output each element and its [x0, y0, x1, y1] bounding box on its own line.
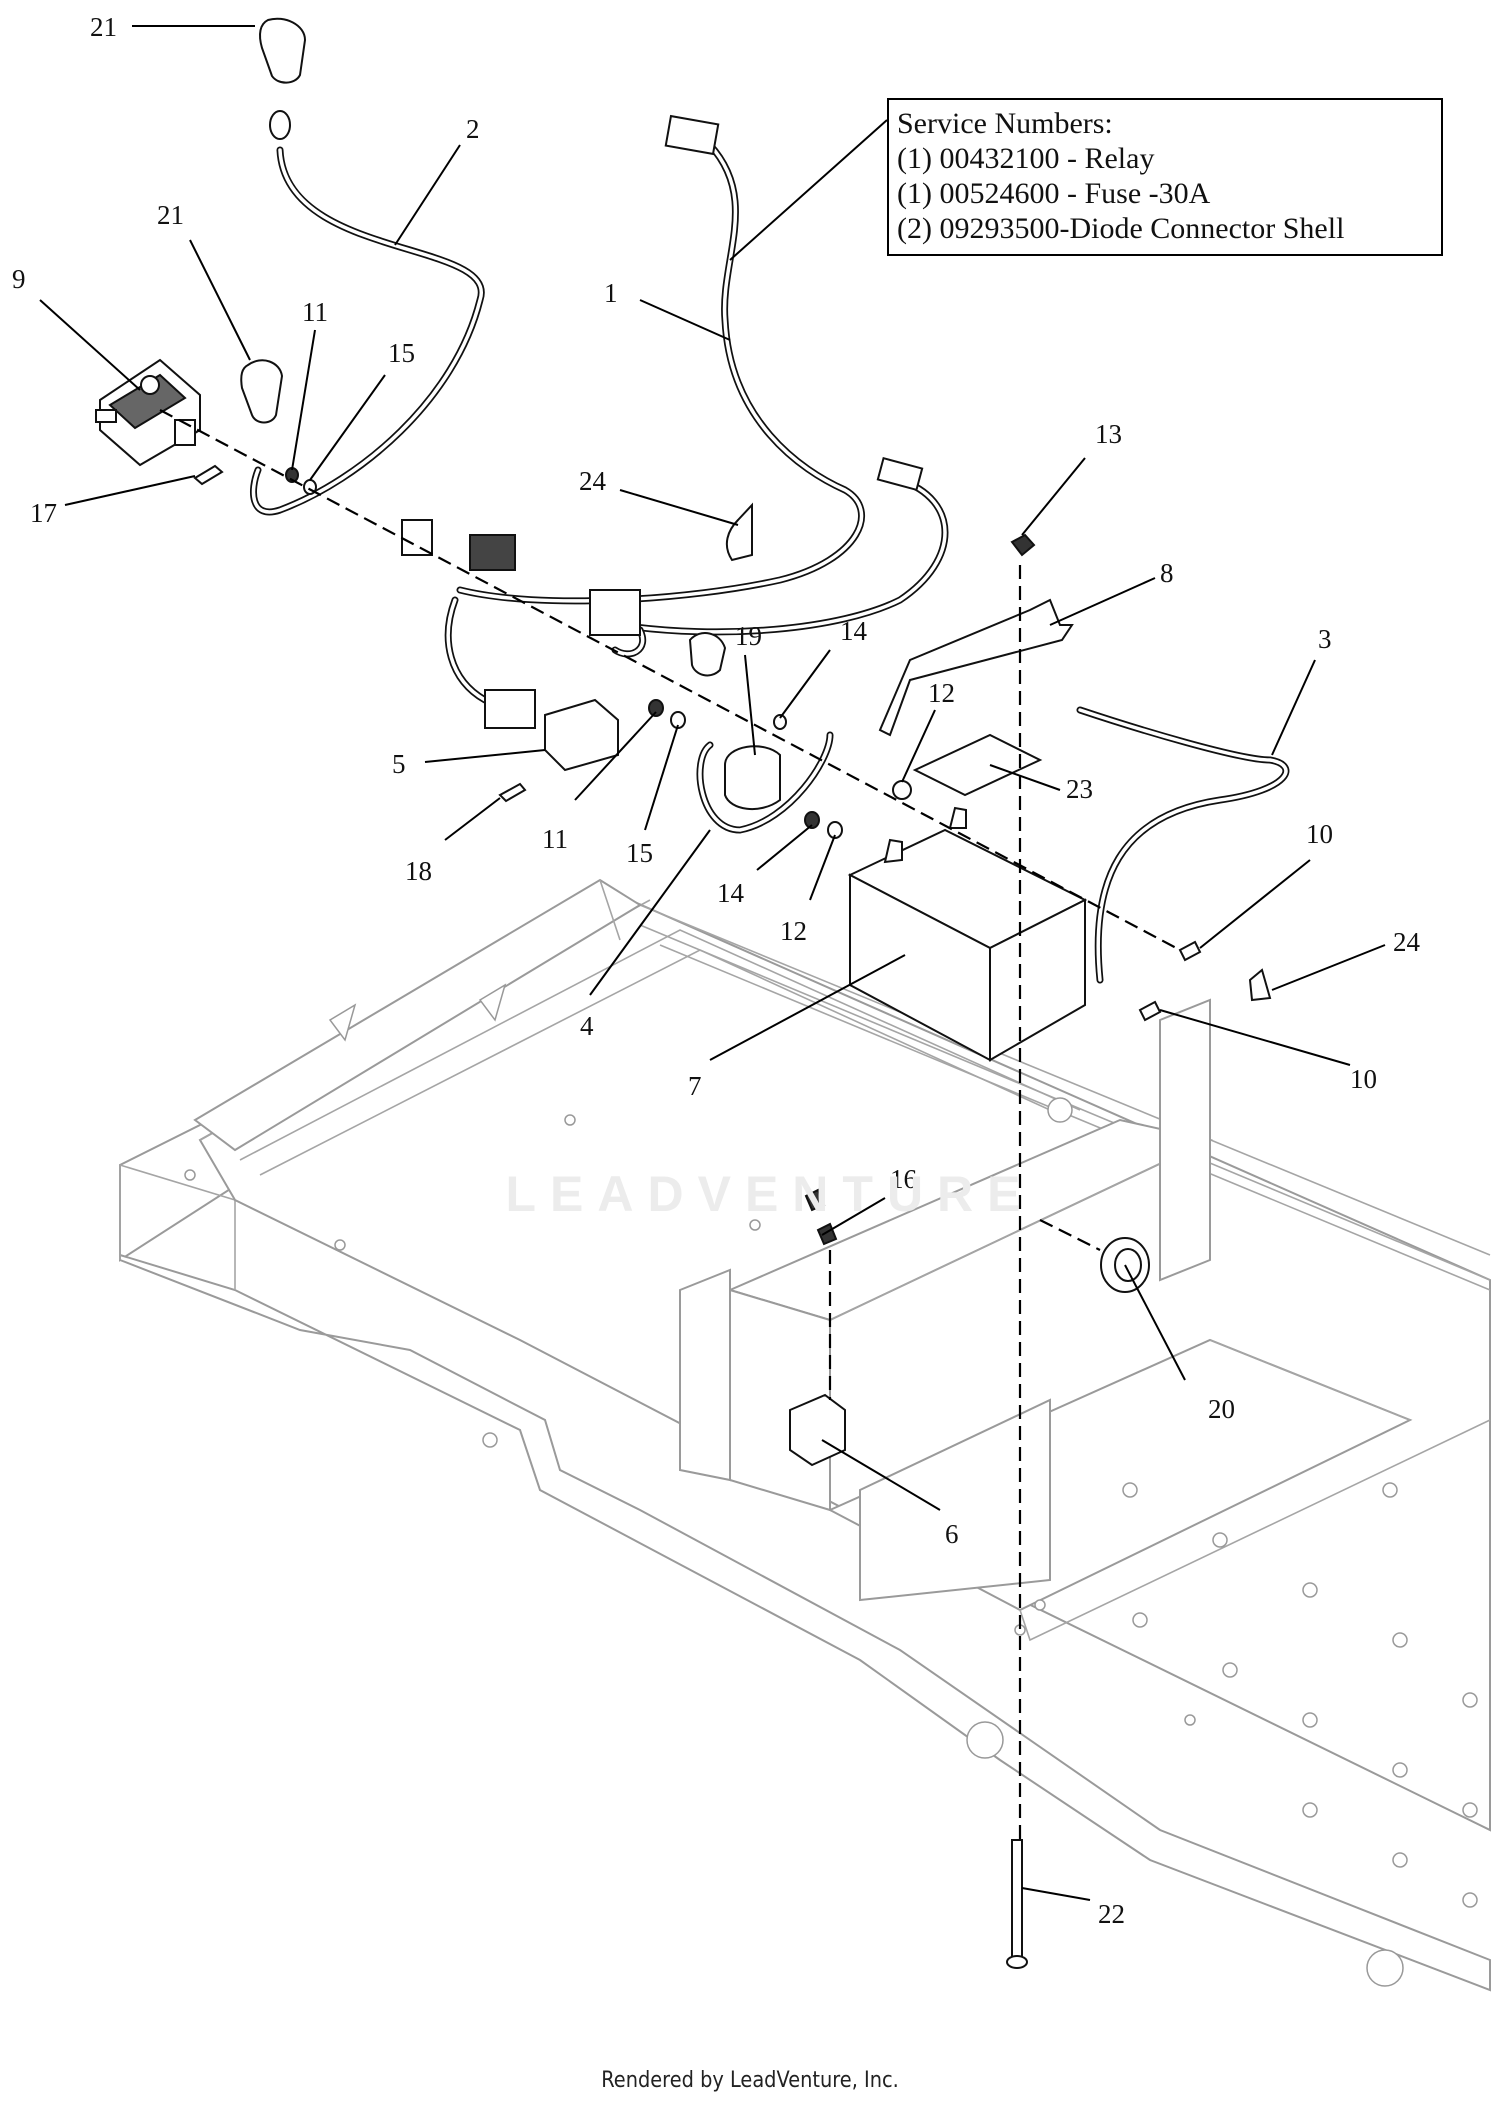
- callout-10: 10: [1350, 1064, 1377, 1094]
- callout-20: 20: [1208, 1394, 1235, 1424]
- callout-13: 13: [1095, 419, 1122, 449]
- callout-11: 11: [542, 824, 568, 854]
- callout-5: 5: [392, 749, 406, 779]
- solenoid: [95, 358, 201, 467]
- leader-lines: [39, 25, 1386, 1901]
- service-line: (1) 00524600 - Fuse -30A: [897, 177, 1211, 210]
- callout-12: 12: [780, 916, 807, 946]
- callout-16: 16: [890, 1164, 917, 1194]
- callout-1: 1: [604, 278, 618, 308]
- callout-24: 24: [1393, 927, 1421, 957]
- callout-labels: 21 2 21 9 11 15 1 17 24 13 8 19 14 3 12 …: [12, 12, 1421, 1929]
- callout-10: 10: [1306, 819, 1333, 849]
- callout-17: 17: [30, 498, 57, 528]
- callout-14: 14: [840, 616, 868, 646]
- callout-12: 12: [928, 678, 955, 708]
- callout-2: 2: [466, 114, 480, 144]
- callout-7: 7: [688, 1071, 702, 1101]
- battery-pad: [912, 733, 1043, 797]
- footer-credit: Rendered by LeadVenture, Inc.: [601, 2068, 899, 2093]
- callout-3: 3: [1318, 624, 1332, 654]
- callout-21: 21: [157, 200, 184, 230]
- assembly-lines: [159, 409, 1181, 1840]
- service-line: (2) 09293500-Diode Connector Shell: [897, 212, 1345, 245]
- seat-switch: [789, 1393, 846, 1467]
- service-numbers-box: Service Numbers: (1) 00432100 - Relay (1…: [887, 98, 1443, 256]
- callout-6: 6: [945, 1519, 959, 1549]
- boot-cap-2: [240, 359, 284, 424]
- service-line: Service Numbers:: [897, 107, 1113, 140]
- relay: [544, 698, 619, 772]
- callout-19: 19: [735, 621, 762, 651]
- components: [95, 17, 1272, 1969]
- callout-21: 21: [90, 12, 117, 42]
- watermark: LEADVENTURE: [505, 1166, 1035, 1222]
- callout-14: 14: [717, 878, 745, 908]
- wire-harness: [250, 141, 1290, 984]
- callout-8: 8: [1160, 558, 1174, 588]
- callout-23: 23: [1066, 774, 1093, 804]
- battery-bracket: [878, 598, 1074, 737]
- boot-cap-top: [259, 17, 307, 84]
- callout-11: 11: [302, 297, 328, 327]
- callout-4: 4: [580, 1011, 594, 1041]
- fuse-holder: [724, 745, 781, 811]
- battery: [847, 806, 1088, 1062]
- service-line: (1) 00432100 - Relay: [897, 142, 1155, 175]
- callout-15: 15: [626, 838, 653, 868]
- callout-9: 9: [12, 264, 26, 294]
- callout-15: 15: [388, 338, 415, 368]
- callout-22: 22: [1098, 1899, 1125, 1929]
- callout-24: 24: [579, 466, 607, 496]
- callout-18: 18: [405, 856, 432, 886]
